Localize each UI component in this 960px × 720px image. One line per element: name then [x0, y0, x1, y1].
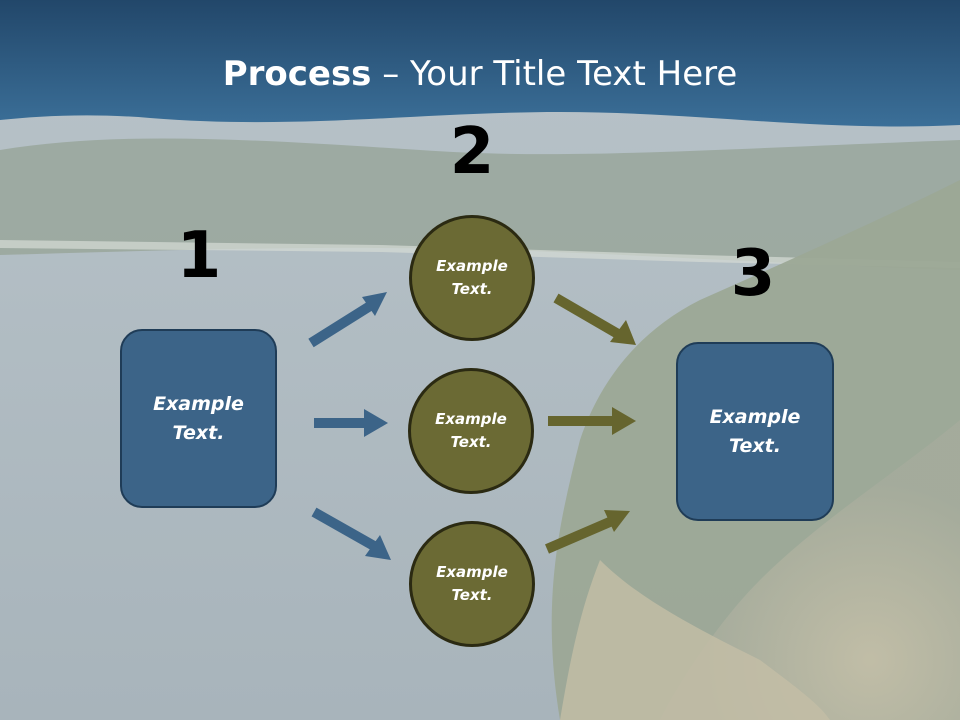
left-box-text: Example Text. [132, 390, 265, 448]
left-process-box[interactable]: Example Text. [120, 329, 277, 508]
circle-top-text: Example Text. [430, 255, 514, 301]
blue-arrow-down [314, 512, 391, 560]
circle-middle-text: Example Text. [429, 408, 513, 454]
blue-arrow-mid [314, 409, 388, 437]
right-box-text: Example Text. [688, 403, 822, 461]
olive-arrow-mid [548, 407, 636, 435]
circle-bottom[interactable]: Example Text. [409, 521, 535, 647]
circle-bottom-text: Example Text. [430, 561, 514, 607]
right-process-box[interactable]: Example Text. [676, 342, 834, 521]
circle-top[interactable]: Example Text. [409, 215, 535, 341]
blue-arrow-up [311, 292, 387, 343]
olive-arrow-up [547, 510, 630, 549]
olive-arrow-down [556, 298, 636, 345]
circle-middle[interactable]: Example Text. [408, 368, 534, 494]
